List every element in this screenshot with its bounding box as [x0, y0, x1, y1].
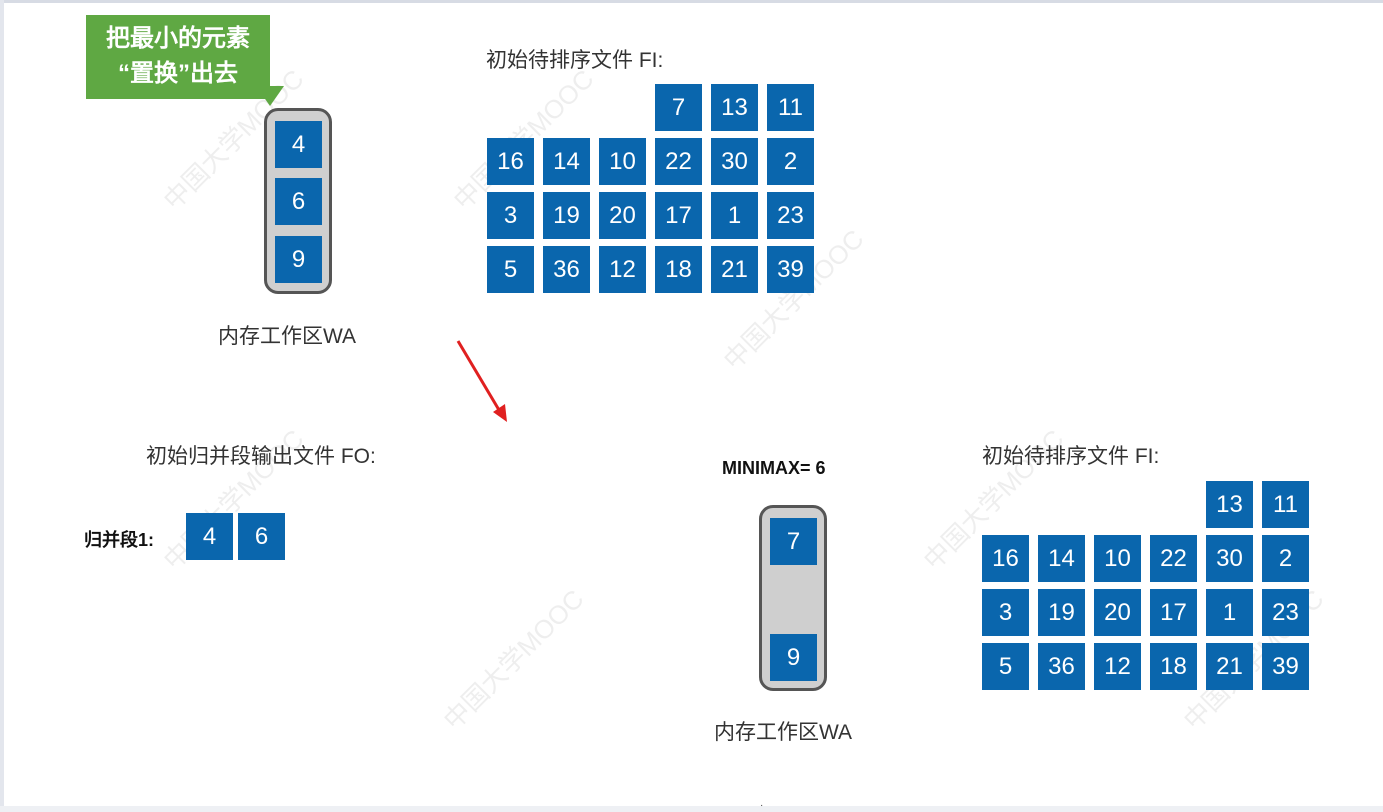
fi-cell: 3	[982, 589, 1029, 636]
fi-cell: 21	[1206, 643, 1253, 690]
frame-top-border	[0, 0, 1383, 3]
fi-cell: 20	[599, 192, 646, 239]
fi-cell: 20	[1094, 589, 1141, 636]
top-wa-cell: 6	[275, 178, 322, 225]
segment-cell: 6	[238, 513, 285, 560]
fi-cell: 16	[982, 535, 1029, 582]
callout-line1: 把最小的元素	[106, 25, 250, 52]
fi-cell: 7	[655, 84, 702, 131]
bottom-wa-cell: 9	[770, 634, 817, 681]
fi-cell: 30	[1206, 535, 1253, 582]
frame-bottom-border	[0, 806, 1383, 812]
callout-bubble: 把最小的元素 “置换”出去	[86, 15, 270, 99]
top-wa-cell: 4	[275, 121, 322, 168]
bottom-fi-title: 初始待排序文件 FI:	[982, 445, 1160, 468]
fi-cell: 11	[1262, 481, 1309, 528]
fi-cell: 14	[543, 138, 590, 185]
fi-cell: 19	[1038, 589, 1085, 636]
fi-cell: 22	[1150, 535, 1197, 582]
fi-cell: 2	[1262, 535, 1309, 582]
minimax-label: MINIMAX= 6	[722, 458, 826, 478]
fi-cell: 11	[767, 84, 814, 131]
fi-cell: 14	[1038, 535, 1085, 582]
fi-cell: 5	[982, 643, 1029, 690]
fi-cell: 10	[1094, 535, 1141, 582]
fi-cell: 30	[711, 138, 758, 185]
fi-cell: 39	[1262, 643, 1309, 690]
fi-cell: 2	[767, 138, 814, 185]
fi-cell: 22	[655, 138, 702, 185]
bottom-wa-label: 内存工作区WA	[714, 721, 853, 744]
fi-cell: 1	[711, 192, 758, 239]
bottom-fo-title: 初始归并段输出文件 FO:	[146, 445, 376, 468]
fi-cell: 1	[1206, 589, 1253, 636]
fi-cell: 12	[599, 246, 646, 293]
fi-cell: 3	[487, 192, 534, 239]
watermark: 中国大学MOOC	[437, 583, 590, 736]
fi-cell: 16	[487, 138, 534, 185]
fi-cell: 10	[599, 138, 646, 185]
fi-cell: 36	[1038, 643, 1085, 690]
fi-cell: 13	[711, 84, 758, 131]
frame-left-border	[0, 0, 4, 812]
fi-cell: 17	[1150, 589, 1197, 636]
red-arrow-icon	[456, 340, 507, 422]
fi-cell: 5	[487, 246, 534, 293]
top-wa-cell: 9	[275, 236, 322, 283]
bottom-wa-cell: 7	[770, 518, 817, 565]
callout-line2: “置换”出去	[118, 60, 238, 87]
callout-tail	[256, 86, 284, 106]
watermark: 中国大学MOOC	[717, 223, 870, 376]
page-mark: ·	[760, 800, 764, 811]
fi-cell: 21	[711, 246, 758, 293]
top-fi-title: 初始待排序文件 FI:	[486, 49, 664, 72]
fi-cell: 18	[1150, 643, 1197, 690]
fi-cell: 36	[543, 246, 590, 293]
fi-cell: 39	[767, 246, 814, 293]
top-wa-label: 内存工作区WA	[218, 325, 357, 348]
fi-cell: 23	[1262, 589, 1309, 636]
fi-cell: 12	[1094, 643, 1141, 690]
segment-cell: 4	[186, 513, 233, 560]
segment-label: 归并段1:	[84, 530, 155, 550]
fi-cell: 18	[655, 246, 702, 293]
fi-cell: 19	[543, 192, 590, 239]
fi-cell: 17	[655, 192, 702, 239]
fi-cell: 13	[1206, 481, 1253, 528]
fi-cell: 23	[767, 192, 814, 239]
